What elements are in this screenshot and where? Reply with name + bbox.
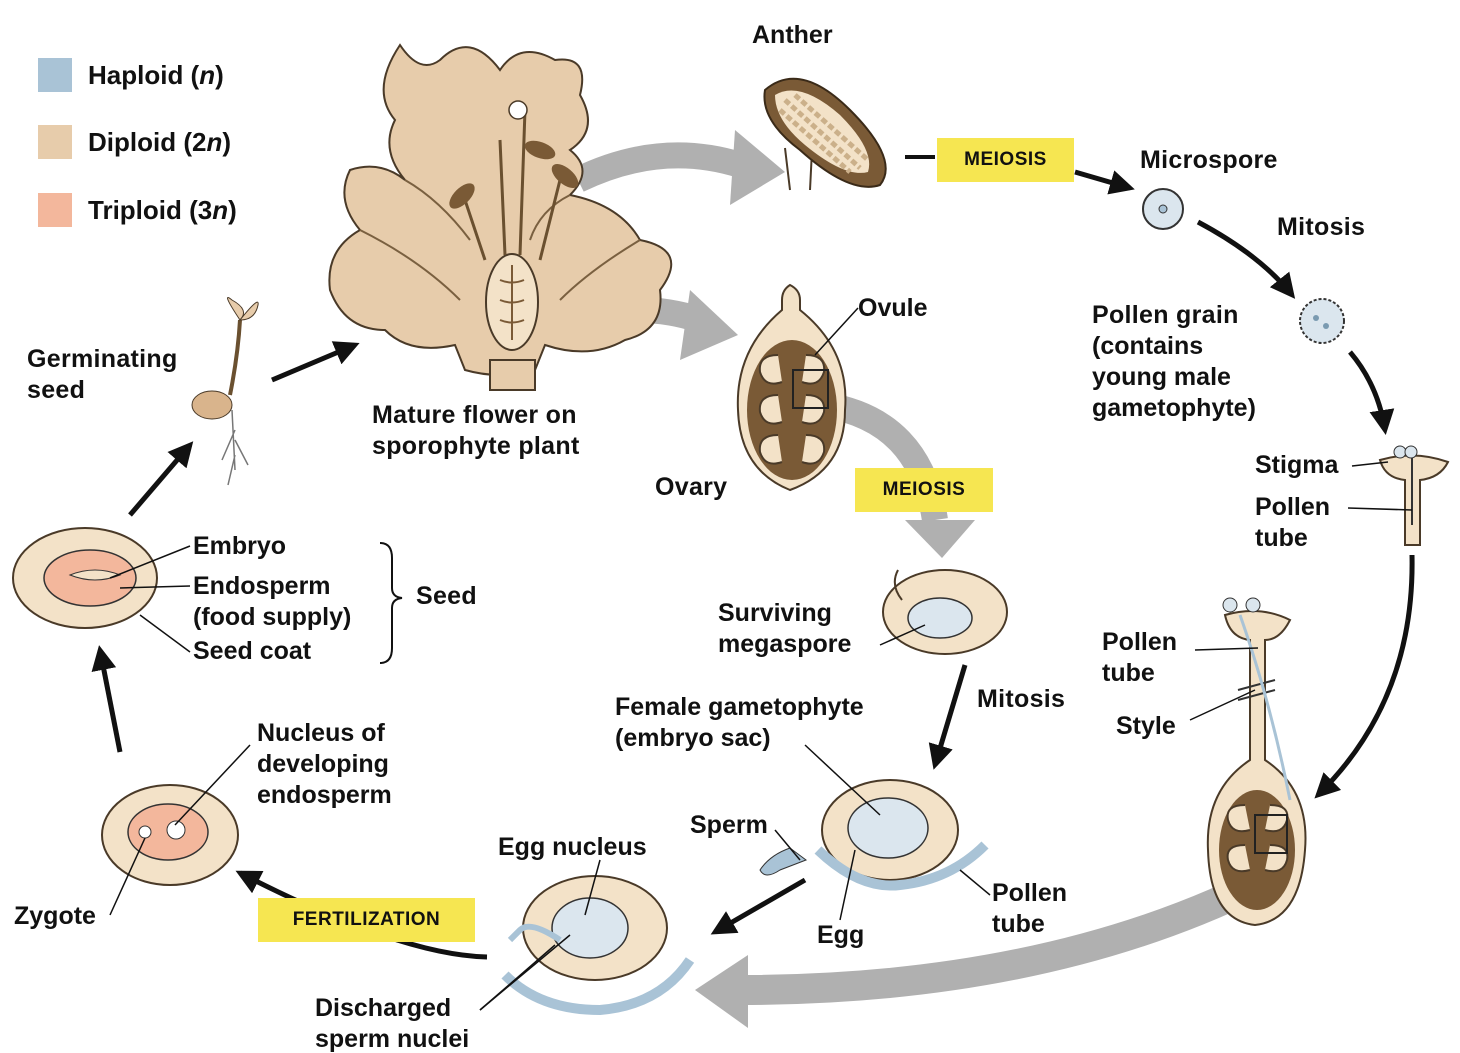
pollen-grain-desc-line: (contains (1092, 331, 1256, 362)
pollen-grain-drawing (1300, 299, 1344, 343)
seed-label: Seed (416, 581, 477, 612)
anther-drawing (764, 79, 935, 190)
pistil-drawing (1208, 598, 1306, 925)
legend-label-diploid: Diploid (2n) (88, 125, 231, 159)
meiosis-stage-top: MEIOSIS (937, 138, 1074, 182)
pollen-tube-a-line: Pollen (1255, 492, 1330, 523)
gray-arrow-flower-to-anther (578, 130, 785, 205)
mature-flower-line: Mature flower on (372, 400, 580, 431)
pollen-tube-b-line: Pollen (1102, 627, 1177, 658)
pollen-tube-c-line: Pollen (992, 878, 1067, 909)
pollen-grain-desc-line: gametophyte) (1092, 393, 1256, 424)
pollen-tube-label-c: Pollen tube (992, 878, 1067, 940)
germinating-seed-line: seed (27, 375, 178, 406)
ovary-label: Ovary (655, 472, 727, 503)
stigma-label: Stigma (1255, 450, 1338, 481)
legend-label-haploid: Haploid (n) (88, 58, 224, 92)
discharged-sperm-line: sperm nuclei (315, 1024, 469, 1053)
female-gametophyte-line: Female gametophyte (615, 692, 864, 723)
egg-label: Egg (817, 920, 864, 951)
mature-flower-label: Mature flower on sporophyte plant (372, 400, 580, 462)
mitosis-top-label: Mitosis (1277, 212, 1365, 243)
germinating-seed-drawing (192, 298, 258, 486)
gray-arrow-ovary-to-fertilization (695, 885, 1255, 1028)
discharged-sperm-line: Discharged (315, 993, 469, 1024)
seed-drawing (13, 528, 157, 628)
female-gametophyte-label: Female gametophyte (embryo sac) (615, 692, 864, 754)
microspore-label: Microspore (1140, 145, 1278, 176)
pollen-tube-label-b: Pollen tube (1102, 627, 1177, 689)
fertilization-ovule-drawing (505, 876, 690, 1010)
fertilization-stage: FERTILIZATION (258, 898, 475, 942)
pollen-grain-label: Pollen grain (1092, 300, 1239, 331)
germinating-seed-label: Germinating seed (27, 344, 178, 406)
anther-label: Anther (752, 20, 833, 51)
pollen-tube-a-line: tube (1255, 523, 1330, 554)
surviving-megaspore-label: Surviving megaspore (718, 598, 851, 660)
pollen-tube-b-line: tube (1102, 658, 1177, 689)
style-label: Style (1116, 711, 1176, 742)
ovary-drawing (738, 285, 846, 490)
mature-flower-drawing (329, 45, 671, 390)
stigma-drawing (1380, 446, 1448, 545)
endosperm-line: Endosperm (193, 571, 351, 602)
female-gametophyte-drawing (760, 780, 985, 886)
seed-brace (380, 543, 402, 663)
legend-label-triploid: Triploid (3n) (88, 193, 237, 227)
legend-swatch-diploid (38, 125, 72, 159)
germinating-seed-line: Germinating (27, 344, 178, 375)
mature-flower-line: sporophyte plant (372, 431, 580, 462)
pollen-grain-desc-line: young male (1092, 362, 1256, 393)
zygote-label: Zygote (14, 901, 96, 932)
ovule-label: Ovule (858, 293, 927, 324)
pollen-grain-description: (contains young male gametophyte) (1092, 331, 1256, 424)
surviving-megaspore-line: Surviving (718, 598, 851, 629)
microspore-drawing (1143, 189, 1183, 229)
zygote-ovule-drawing (102, 785, 238, 885)
mitosis-mid-label: Mitosis (977, 684, 1065, 715)
megaspore-ovule-drawing (883, 570, 1007, 654)
female-gametophyte-line: (embryo sac) (615, 723, 864, 754)
endosperm-label: Endosperm (food supply) (193, 571, 351, 633)
pollen-tube-c-line: tube (992, 909, 1067, 940)
embryo-label: Embryo (193, 531, 286, 562)
egg-nucleus-label: Egg nucleus (498, 832, 647, 863)
meiosis-stage-middle: MEIOSIS (855, 468, 993, 512)
sperm-label: Sperm (690, 810, 768, 841)
legend-swatch-triploid (38, 193, 72, 227)
surviving-megaspore-line: megaspore (718, 629, 851, 660)
nucleus-endosperm-line: developing (257, 749, 392, 780)
legend-swatch-haploid (38, 58, 72, 92)
nucleus-endosperm-line: endosperm (257, 780, 392, 811)
endosperm-line: (food supply) (193, 602, 351, 633)
seed-coat-label: Seed coat (193, 636, 311, 667)
nucleus-endosperm-line: Nucleus of (257, 718, 392, 749)
discharged-sperm-label: Discharged sperm nuclei (315, 993, 469, 1053)
pollen-tube-label-a: Pollen tube (1255, 492, 1330, 554)
nucleus-endosperm-label: Nucleus of developing endosperm (257, 718, 392, 811)
